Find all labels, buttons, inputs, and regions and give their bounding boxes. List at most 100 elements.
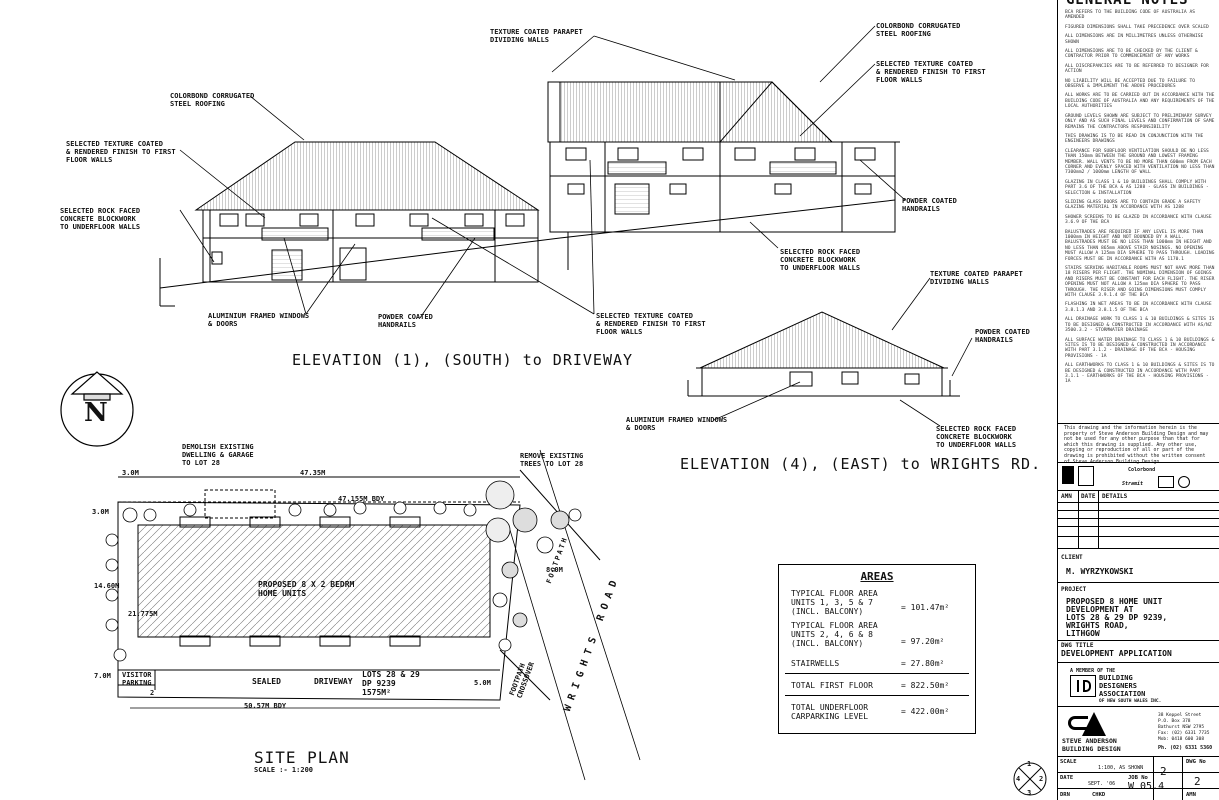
east-label-aluminium: ALUMINIUM FRAMED WINDOWS & DOORS (626, 416, 728, 432)
project-line-4: WRIGHTS ROAD, (1066, 621, 1129, 630)
compass-key (1013, 762, 1047, 796)
areas-row-label: STAIRWELLS (791, 659, 840, 668)
north-arrow-symbol (60, 371, 134, 447)
compass-mark: 3 (1027, 789, 1032, 797)
sponsor-logo-diamond (1158, 476, 1174, 488)
sponsor-logo-hia (1062, 466, 1074, 484)
general-note-item: ALL DRAINAGE WORK TO CLASS 1 & 10 BUILDI… (1065, 317, 1215, 334)
general-notes-list: BCA REFERS TO THE BUILDING CODE OF AUSTR… (1065, 10, 1215, 389)
general-note-item: GROUND LEVELS SHOWN ARE SUBJECT TO PRELI… (1065, 113, 1215, 130)
footer-sheet-no: 2 (1160, 765, 1167, 778)
sponsor-logo-colorbond: Colorbond (1128, 467, 1156, 473)
client-name: M. WYRZYKOWSKI (1066, 567, 1134, 576)
general-note-item: SLIDING GLASS DOORS ARE TO CONTAIN GRADE… (1065, 199, 1201, 211)
site-dim-5: 3.0m (92, 508, 109, 516)
copyright-notice: This drawing and the information herein … (1064, 426, 1209, 465)
project-line-3: LOTS 28 & 29 DP 9239, (1066, 613, 1168, 622)
label-texture-finish-left: SELECTED TEXTURE COATED & RENDERED FINIS… (66, 140, 176, 164)
label-rock-blockwork-right: SELECTED ROCK FACED CONCRETE BLOCKWORK T… (780, 248, 861, 272)
site-dim-1: 3.0m (122, 469, 139, 477)
label-texture-finish-right: SELECTED TEXTURE COATED & RENDERED FINIS… (876, 60, 986, 84)
label-rock-blockwork-left: SELECTED ROCK FACED CONCRETE BLOCKWORK T… (60, 207, 141, 231)
project-label: PROJECT (1061, 586, 1087, 593)
dwg-title-value: DEVELOPMENT APPLICATION (1061, 649, 1172, 658)
designer-address-3: Bathurst NSW 2795 (1158, 725, 1205, 730)
general-note-item: FLASHING IN WET AREAS TO BE IN ACCORDANC… (1065, 302, 1212, 313)
site-visitor-parking: VISITOR PARKING (122, 671, 152, 687)
areas-row-value: = 422.00m² (901, 707, 950, 716)
general-note-item: GLAZING IN CLASS 1 & 10 BUILDINGS SHALL … (1065, 179, 1209, 196)
association-name-2: DESIGNERS (1099, 682, 1137, 690)
client-label: CLIENT (1061, 554, 1083, 561)
general-note-item: BALUSTRADES ARE REQUIRED IF ANY LEVEL IS… (1065, 229, 1215, 262)
areas-row-value: = 822.50m² (901, 681, 950, 690)
footer-amn-label: AMN (1186, 792, 1196, 798)
areas-row-label: TYPICAL FLOOR AREA UNITS 1, 3, 5 & 7 (IN… (791, 589, 878, 616)
amendments-date-header: DATE (1081, 493, 1096, 500)
north-arrow-letter: N (84, 398, 108, 428)
general-note-item: ALL DIMENSIONS ARE IN MILLIMETRES UNLESS… (1065, 34, 1204, 45)
designer-address-4: Fax: (02) 6331 7735 (1158, 731, 1210, 736)
site-plan-linework (117, 449, 641, 781)
association-name-3: ASSOCIATION (1099, 690, 1146, 698)
areas-row-label: TYPICAL FLOOR AREA UNITS 2, 4, 6 & 8 (IN… (791, 621, 878, 648)
general-note-item: SHOWER SCREENS TO BE GLAZED IN ACCORDANC… (1065, 214, 1212, 226)
designer-logo-icon (1068, 712, 1106, 738)
footer-date-value: SEPT. '06 (1088, 781, 1116, 787)
site-sealed: SEALED (252, 677, 281, 686)
site-dim-10: 8.0m (546, 566, 563, 574)
south-elevation-leaders (179, 25, 906, 319)
label-colorbond-roof-left: COLORBOND CORRUGATED STEEL ROOFING (170, 92, 255, 108)
east-elevation-building (687, 311, 960, 397)
areas-row-label: TOTAL UNDERFLOOR CARPARKING LEVEL (791, 703, 869, 721)
areas-divider (785, 673, 969, 674)
site-dim-8: 21.775m (128, 610, 158, 618)
amendments-details-header: DETAILS (1102, 493, 1128, 500)
sponsor-logo-box (1078, 466, 1094, 486)
label-powder-handrails-right: POWDER COATED HANDRAILS (902, 197, 957, 213)
designer-address-5: Mob: 0418 600 308 (1158, 737, 1205, 742)
general-notes-title: GENERAL NOTES (1066, 0, 1189, 8)
site-plan-trees (105, 480, 582, 662)
designer-address-2: P.O. Box 378 (1158, 719, 1191, 724)
general-note-item: ALL SURFACE WATER DRAINAGE TO CLASS 1 & … (1065, 337, 1215, 359)
south-elevation-upper-block (547, 81, 900, 270)
areas-row-label: TOTAL FIRST FLOOR (791, 681, 873, 690)
label-aluminium-windows: ALUMINIUM FRAMED WINDOWS & DOORS (208, 312, 310, 328)
association-name-1: BUILDING (1099, 674, 1133, 682)
designer-name-1: STEVE ANDERSON (1062, 737, 1117, 745)
footer-date-label: DATE (1060, 775, 1074, 781)
association-sub: OF NEW SOUTH WALES INC. (1099, 699, 1162, 704)
footer-scale-label: SCALE (1060, 759, 1077, 765)
south-elevation-title: ELEVATION (1), (SOUTH) to DRIVEWAY (292, 351, 634, 369)
association-logo-icon (1070, 675, 1096, 697)
title-block: GENERAL NOTES BCA REFERS TO THE BUILDING… (1057, 0, 1219, 800)
label-parapet-walls: TEXTURE COATED PARAPET DIVIDING WALLS (490, 28, 583, 44)
east-label-parapet: TEXTURE COATED PARAPET DIVIDING WALLS (930, 270, 1023, 286)
areas-title: AREAS (860, 570, 894, 583)
amendments-amn-header: AMN (1061, 493, 1072, 500)
general-note-item: STAIRS SERVING HABITABLE ROOMS MUST NOT … (1065, 266, 1215, 299)
project-line-2: DEVELOPMENT AT (1066, 605, 1134, 614)
dwg-title-label: DWG TITLE (1061, 642, 1094, 649)
site-dim-4: 50.57m BDY (244, 702, 287, 710)
general-note-item: ALL WORKS ARE TO BE CARRIED OUT IN ACCOR… (1065, 93, 1215, 110)
areas-row-value: = 27.80m² (901, 659, 945, 668)
footer-chkd-label: CHKD (1092, 792, 1106, 798)
general-note-item: ALL DIMENSIONS ARE TO BE CHECKED BY THE … (1065, 49, 1198, 60)
south-elevation-ground (159, 199, 896, 307)
site-demolish-note: DEMOLISH EXISTING DWELLING & GARAGE TO L… (182, 443, 254, 467)
general-note-item: CLEARANCE FOR SUBFLOOR VENTILATION SHOUL… (1065, 148, 1215, 176)
site-plan-scale: SCALE :- 1:200 (254, 766, 314, 774)
compass-mark: 4 (1016, 775, 1021, 783)
site-dim-11: 2 (150, 689, 155, 697)
sponsor-logo-circle (1178, 476, 1190, 488)
areas-row-value: = 97.20m² (901, 637, 945, 646)
general-note-item: ALL EARTHWORKS TO CLASS 1 & 10 BUILDINGS… (1065, 363, 1215, 385)
compass-mark: 2 (1039, 775, 1044, 783)
footer-sheet-of: 2 (1194, 775, 1201, 788)
site-remove-trees-note: REMOVE EXISTING TREES TO LOT 28 (520, 452, 584, 468)
areas-table: AREAS TYPICAL FLOOR AREA UNITS 1, 3, 5 &… (778, 564, 976, 734)
site-lots-area: LOTS 28 & 29 DP 9239 1575m² (362, 670, 420, 697)
compass-mark: 1 (1027, 760, 1032, 768)
